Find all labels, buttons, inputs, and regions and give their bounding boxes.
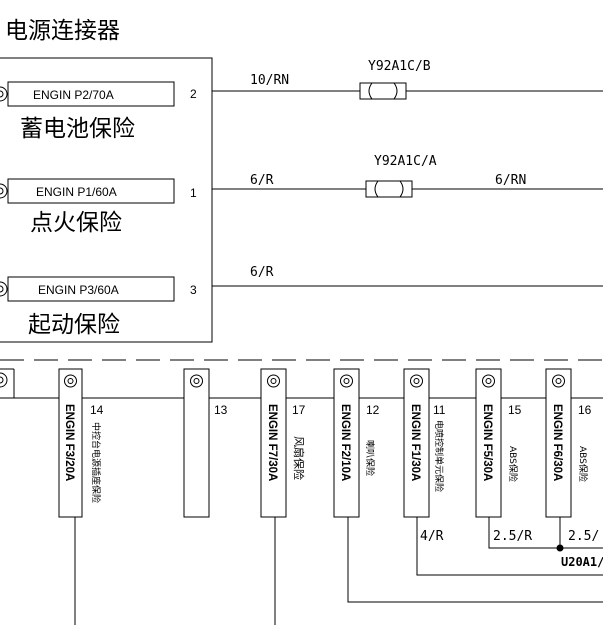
upper-fuse-p3: ENGIN P3/60A 起动保险 3 6/R <box>0 265 603 338</box>
connector-label: Y92A1C/A <box>374 154 437 169</box>
terminal-icon <box>482 374 495 388</box>
pin-number: 1 <box>190 186 197 200</box>
fuse-label: ENGIN F1/30A <box>409 404 421 481</box>
pin-number: 2 <box>190 87 197 101</box>
upper-fuse-p1: ENGIN P1/60A 点火保险 1 6/R Y92A1C/A 6/RN <box>0 154 603 236</box>
wire-label: 6/R <box>250 265 274 280</box>
upper-connector-box <box>0 57 213 343</box>
node-label: U20A1/ <box>561 555 603 569</box>
terminal-icon <box>0 86 8 102</box>
pin-number: 3 <box>190 283 197 297</box>
lower-fuse-f6: ENGIN F6/30A 16 ABS保险 2.5/ U20A1/ <box>545 368 603 569</box>
wire-label: 2.5/R <box>493 529 532 544</box>
lower-fuse-f3: ENGIN F3/20A 14 中控台电源插座保险 <box>58 368 104 625</box>
pin-number: 16 <box>578 403 592 417</box>
terminal-icon <box>0 372 8 388</box>
connector-label: Y92A1C/B <box>368 59 431 74</box>
junction-dot <box>556 544 564 552</box>
fuse-label: ENGIN F6/30A <box>551 404 563 481</box>
terminal-icon <box>552 374 565 388</box>
fuse-desc-cn: 中控台电源插座保险 <box>90 422 102 503</box>
lower-bus-box <box>0 368 603 399</box>
fuse-desc-cn: 喇叭保险 <box>364 440 376 476</box>
pin-number: 13 <box>214 403 228 417</box>
fuse-label: ENGIN P2/70A <box>33 88 114 102</box>
fuse-desc-cn: 电喷控制单元保险 <box>433 420 445 492</box>
lower-fuse-f1: ENGIN F1/30A 11 电喷控制单元保险 4/R <box>403 368 603 576</box>
terminal-icon <box>190 374 203 388</box>
pin-number: 11 <box>433 403 446 417</box>
pin-number: 14 <box>90 403 104 417</box>
wire-label: 4/R <box>420 529 444 544</box>
pin-number: 17 <box>292 403 306 417</box>
wire-label: 2.5/ <box>568 529 599 544</box>
wire-label-right: 6/RN <box>495 173 526 188</box>
terminal-icon <box>410 374 423 388</box>
lower-fuse-f7: ENGIN F7/30A 17 风扇保险 <box>260 368 306 625</box>
diagram-title: 电源连接器 <box>5 18 120 44</box>
pin-number: 12 <box>366 403 380 417</box>
fuse-name-cn: 起动保险 <box>28 312 120 338</box>
wire-label: 6/R <box>250 173 274 188</box>
connector-icon <box>365 180 413 198</box>
terminal-icon <box>64 374 77 388</box>
fuse-desc-cn: 风扇保险 <box>292 436 306 480</box>
terminal-icon <box>0 183 8 199</box>
terminal-icon <box>340 374 353 388</box>
lower-fuse-f2: ENGIN F2/10A 12 喇叭保险 <box>333 368 603 603</box>
fuse-name-cn: 点火保险 <box>30 210 122 236</box>
fuse-desc-cn: ABS保险 <box>507 446 519 482</box>
wire-label: 10/RN <box>250 73 289 88</box>
fuse-label: ENGIN F5/30A <box>481 404 493 481</box>
upper-fuse-p2: ENGIN P2/70A 蓄电池保险 2 10/RN Y92A1C/B <box>0 59 603 142</box>
fuse-label: ENGIN P3/60A <box>38 283 119 297</box>
connector-icon <box>359 82 407 100</box>
lower-fuse-13: 13 <box>183 368 228 518</box>
fuse-label: ENGIN F7/30A <box>266 404 278 481</box>
terminal-icon <box>0 281 8 297</box>
fuse-label: ENGIN F2/10A <box>339 404 351 481</box>
fuse-name-cn: 蓄电池保险 <box>20 116 135 142</box>
lower-fuse-f5: ENGIN F5/30A 15 ABS保险 2.5/R <box>475 368 560 549</box>
fuse-label: ENGIN P1/60A <box>36 185 117 199</box>
pin-number: 15 <box>508 403 522 417</box>
fuse-desc-cn: ABS保险 <box>577 446 589 482</box>
fuse-label: ENGIN F3/20A <box>63 404 75 481</box>
terminal-icon <box>267 374 280 388</box>
